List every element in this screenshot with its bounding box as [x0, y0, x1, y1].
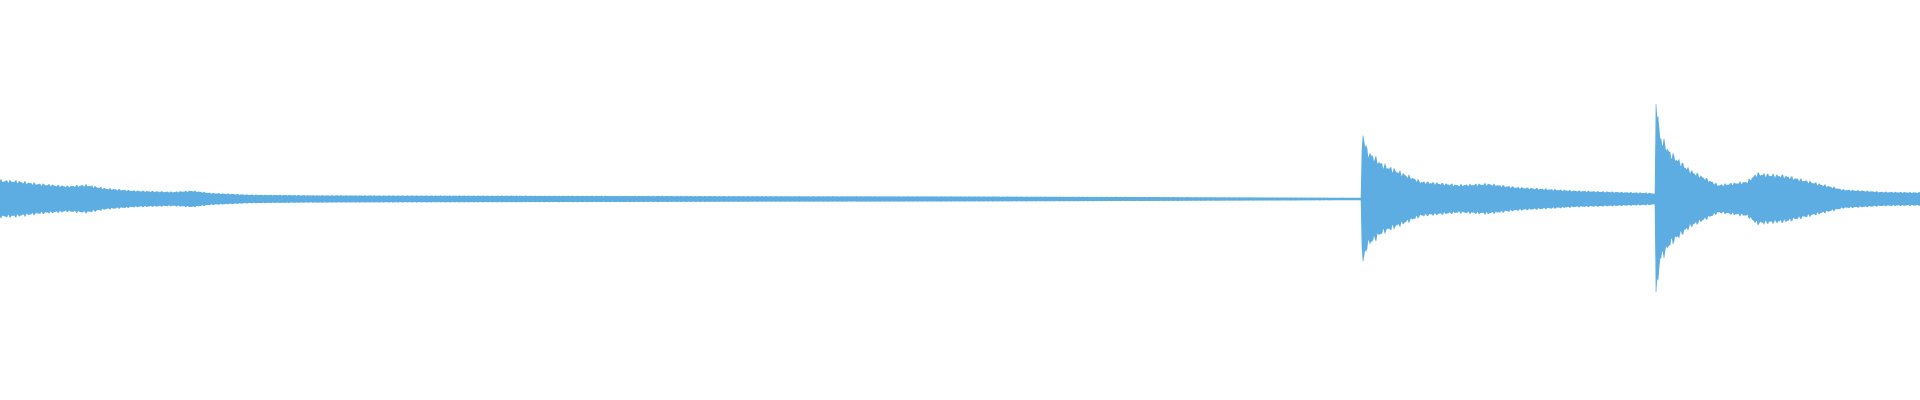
waveform-envelope: [0, 103, 1920, 293]
